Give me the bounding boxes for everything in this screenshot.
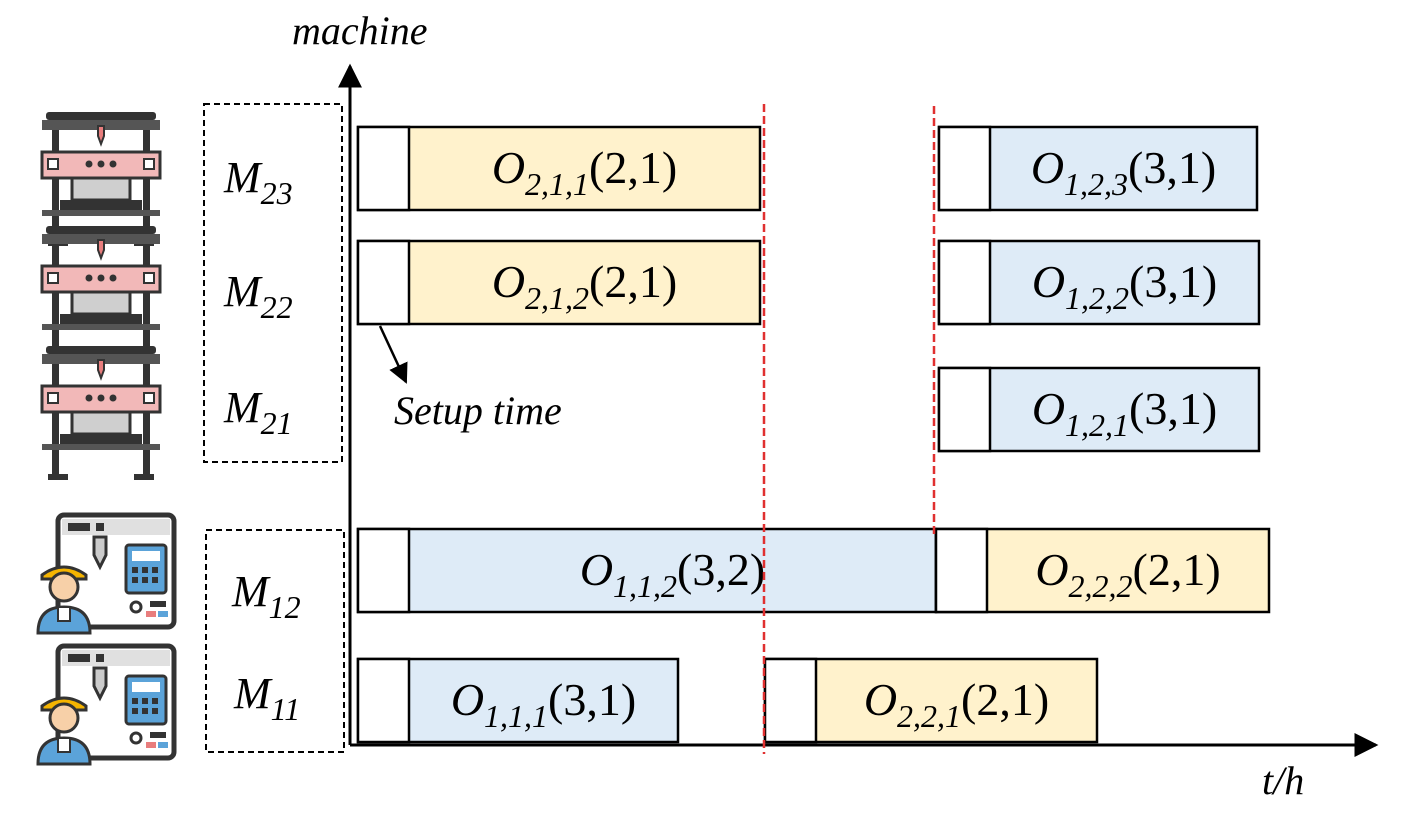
setup-time-label: Setup time [394,388,562,433]
machine-label: M22 [223,267,293,325]
operation-block [937,239,1261,326]
machine-label: M11 [233,669,300,727]
setup-time-block [937,366,992,453]
setup-time-block [934,527,989,614]
setup-time-block [356,657,411,744]
operation-label: O1,2,2(3,1) [1032,256,1217,316]
x-axis-label: t/h [1262,758,1304,803]
machine-label: M21 [223,383,293,441]
setup-time-block [937,125,992,212]
machine-label: M12 [231,567,301,625]
operation-label: O1,2,1(3,1) [1032,383,1217,443]
operation-block [934,527,1271,614]
operation-label: O2,2,1(2,1) [864,674,1049,734]
setup-time-block [356,527,411,614]
operation-block [937,366,1261,453]
cnc-worker-icon [38,646,174,764]
setup-time-block [356,239,411,326]
cnc-worker-icon [38,515,174,633]
press-machine-icon [40,224,162,362]
operation-blocks: O2,1,1(2,1) O1,2,3(3,1) O2,1,2(2,1) O1,2,2(… [356,125,1271,744]
press-machine-icon [40,110,162,248]
setup-time-block [937,239,992,326]
operation-label: O2,2,2(2,1) [1035,544,1220,604]
operation-block [356,125,762,212]
press-group-box [203,103,343,463]
operation-block [937,125,1259,212]
setup-time-arrow [378,325,408,384]
y-axis-label: machine [292,8,428,53]
machine-label: M23 [223,153,293,211]
operation-label: O1,1,2(3,2) [580,544,765,604]
operation-block [356,657,680,744]
operation-label: O2,1,2(2,1) [492,256,677,316]
setup-time-block [356,125,411,212]
operation-block [356,239,762,326]
operation-label: O1,2,3(3,1) [1031,142,1216,202]
operation-label: O1,1,1(3,1) [451,674,636,734]
press-machine-icon [40,344,162,482]
operation-label: O2,1,1(2,1) [492,142,677,202]
setup-time-block [763,657,818,744]
